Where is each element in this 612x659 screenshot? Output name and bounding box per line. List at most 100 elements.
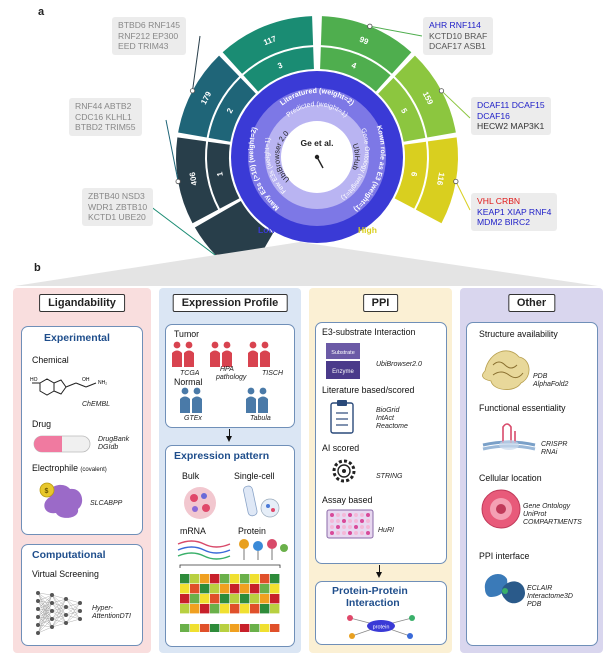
sector-score-2: 2	[225, 106, 235, 115]
expression-sources-box: Tumor TCGA HPA pathology TISCH Normal GT…	[165, 324, 295, 428]
nn-node	[50, 601, 54, 605]
heatmap-cell	[240, 584, 250, 594]
other-title: Other	[507, 294, 556, 312]
heatmap-cell	[210, 594, 220, 604]
gene-box-connector-2	[165, 119, 179, 182]
gene-line: EED TRIM43	[118, 41, 169, 51]
gene-line: DCAF16	[477, 110, 510, 121]
enzyme-text: Enzyme	[332, 369, 354, 375]
ppi-result-box: Protein-Protein Interaction protein	[315, 581, 447, 645]
covalent-text: (covalent)	[80, 467, 107, 473]
outer-sector-4	[320, 16, 412, 74]
clipboard-icon	[330, 400, 354, 434]
plate-well	[354, 513, 358, 517]
gene-line: DCAF11 DCAF15	[477, 100, 545, 110]
normal-person-icon	[180, 387, 190, 413]
normal-person-icon	[258, 387, 268, 413]
experimental-heading: Experimental	[44, 332, 110, 344]
protein-blob-icon: $	[39, 482, 83, 518]
gene-line: AHR RNF114	[429, 20, 481, 30]
arrow-head	[376, 572, 382, 578]
score-sector-2	[208, 77, 256, 142]
plate-well	[348, 513, 352, 517]
tumor-person-icon	[260, 341, 270, 367]
expression-pattern-heading: Expression pattern	[174, 450, 270, 462]
heatmap-cell	[260, 594, 270, 604]
nn-edge	[51, 598, 67, 612]
gene-line: BTBD2 TRIM55	[75, 122, 136, 132]
chemical-label: Chemical	[32, 355, 69, 365]
nn-edge	[65, 602, 81, 616]
score-sector-3	[243, 47, 314, 92]
crispr-source: CRISPR	[541, 441, 568, 448]
sector-score-6: 6	[409, 171, 419, 177]
huri-source: HuRI	[378, 527, 394, 534]
tabula-source: Tabula	[250, 415, 271, 422]
tisch-source: TISCH	[262, 370, 283, 377]
nn-edge	[37, 594, 53, 626]
column-ppi: PPI E3-substrate Interaction Substrate E…	[309, 288, 452, 653]
plate-well	[348, 531, 352, 535]
level-low: Low	[258, 225, 275, 235]
hyper-source-2: AttentionDTI	[92, 613, 131, 620]
intact-source: IntAct	[376, 415, 394, 422]
protein-label: Protein	[238, 526, 266, 536]
hpa-source-1: HPA	[220, 366, 234, 373]
outer-sector-1	[176, 137, 219, 224]
alphafold-source: AlphaFold2	[533, 381, 569, 388]
heatmap-cell	[260, 604, 270, 614]
plate-well	[360, 519, 364, 523]
rnai-source: RNAi	[541, 449, 558, 456]
neural-network-icon	[36, 591, 82, 635]
nn-node	[64, 605, 68, 609]
connector-dot-2	[175, 178, 181, 185]
heatmap-summary-cell	[190, 624, 200, 632]
column-ligandability: Ligandability Experimental Chemical HO N…	[13, 288, 151, 653]
score-sector-1	[206, 141, 240, 209]
mrna-strands-icon	[177, 540, 231, 560]
cell-icon	[481, 489, 521, 529]
crispr-icon	[482, 423, 536, 451]
nn-edge	[65, 602, 81, 624]
plate-well	[354, 525, 358, 529]
plate-well	[330, 519, 334, 523]
gene-box-connector-3	[149, 205, 218, 258]
eclair-source: ECLAIR	[527, 585, 553, 592]
plate-well	[342, 519, 346, 523]
svg-text:HO: HO	[30, 377, 38, 383]
heatmap-cell	[190, 574, 200, 584]
gene-box-connector-5	[441, 90, 471, 119]
gene-line: WDR1 ZBTB10	[88, 201, 148, 212]
nn-node	[64, 597, 68, 601]
connector-dot-4	[367, 23, 373, 29]
nn-edge	[65, 618, 81, 624]
substrate-text: Substrate	[331, 350, 355, 356]
panel-connector-fan	[15, 242, 598, 286]
plate-well	[330, 525, 334, 529]
nn-node	[36, 591, 40, 595]
hyper-source-1: Hyper-	[92, 605, 113, 612]
nn-edge	[65, 602, 81, 608]
sector-count-6: 116	[435, 172, 446, 187]
ai-scored-label: AI scored	[322, 443, 360, 453]
nn-node	[50, 593, 54, 597]
nn-node	[78, 609, 82, 613]
sector-score-4: 4	[350, 61, 358, 71]
single-cell-label: Single-cell	[234, 471, 275, 481]
tumor-people-icon	[172, 341, 270, 367]
other-sources-box: Structure availability PDB AlphaFold2 Fu…	[466, 322, 598, 646]
wheel-center-label: Ge et al.	[300, 138, 333, 148]
plate-well	[348, 519, 352, 523]
nn-edge	[51, 594, 67, 600]
heatmap-cell	[210, 574, 220, 584]
sector-score-5: 5	[399, 107, 409, 116]
gene-box-score-6: VHL CRBN KEAP1 XIAP RNF4 MDM2 BIRC2	[471, 193, 558, 231]
heatmap-cell	[190, 584, 200, 594]
nn-edge	[51, 614, 67, 628]
heatmap-cell	[220, 584, 230, 594]
heatmap-cell	[270, 574, 280, 584]
nn-node	[78, 617, 82, 621]
gene-line: ZBTB40 NSD3	[88, 191, 145, 201]
literature-label: Literature based/scored	[322, 385, 415, 395]
normal-person-icon	[246, 387, 256, 413]
